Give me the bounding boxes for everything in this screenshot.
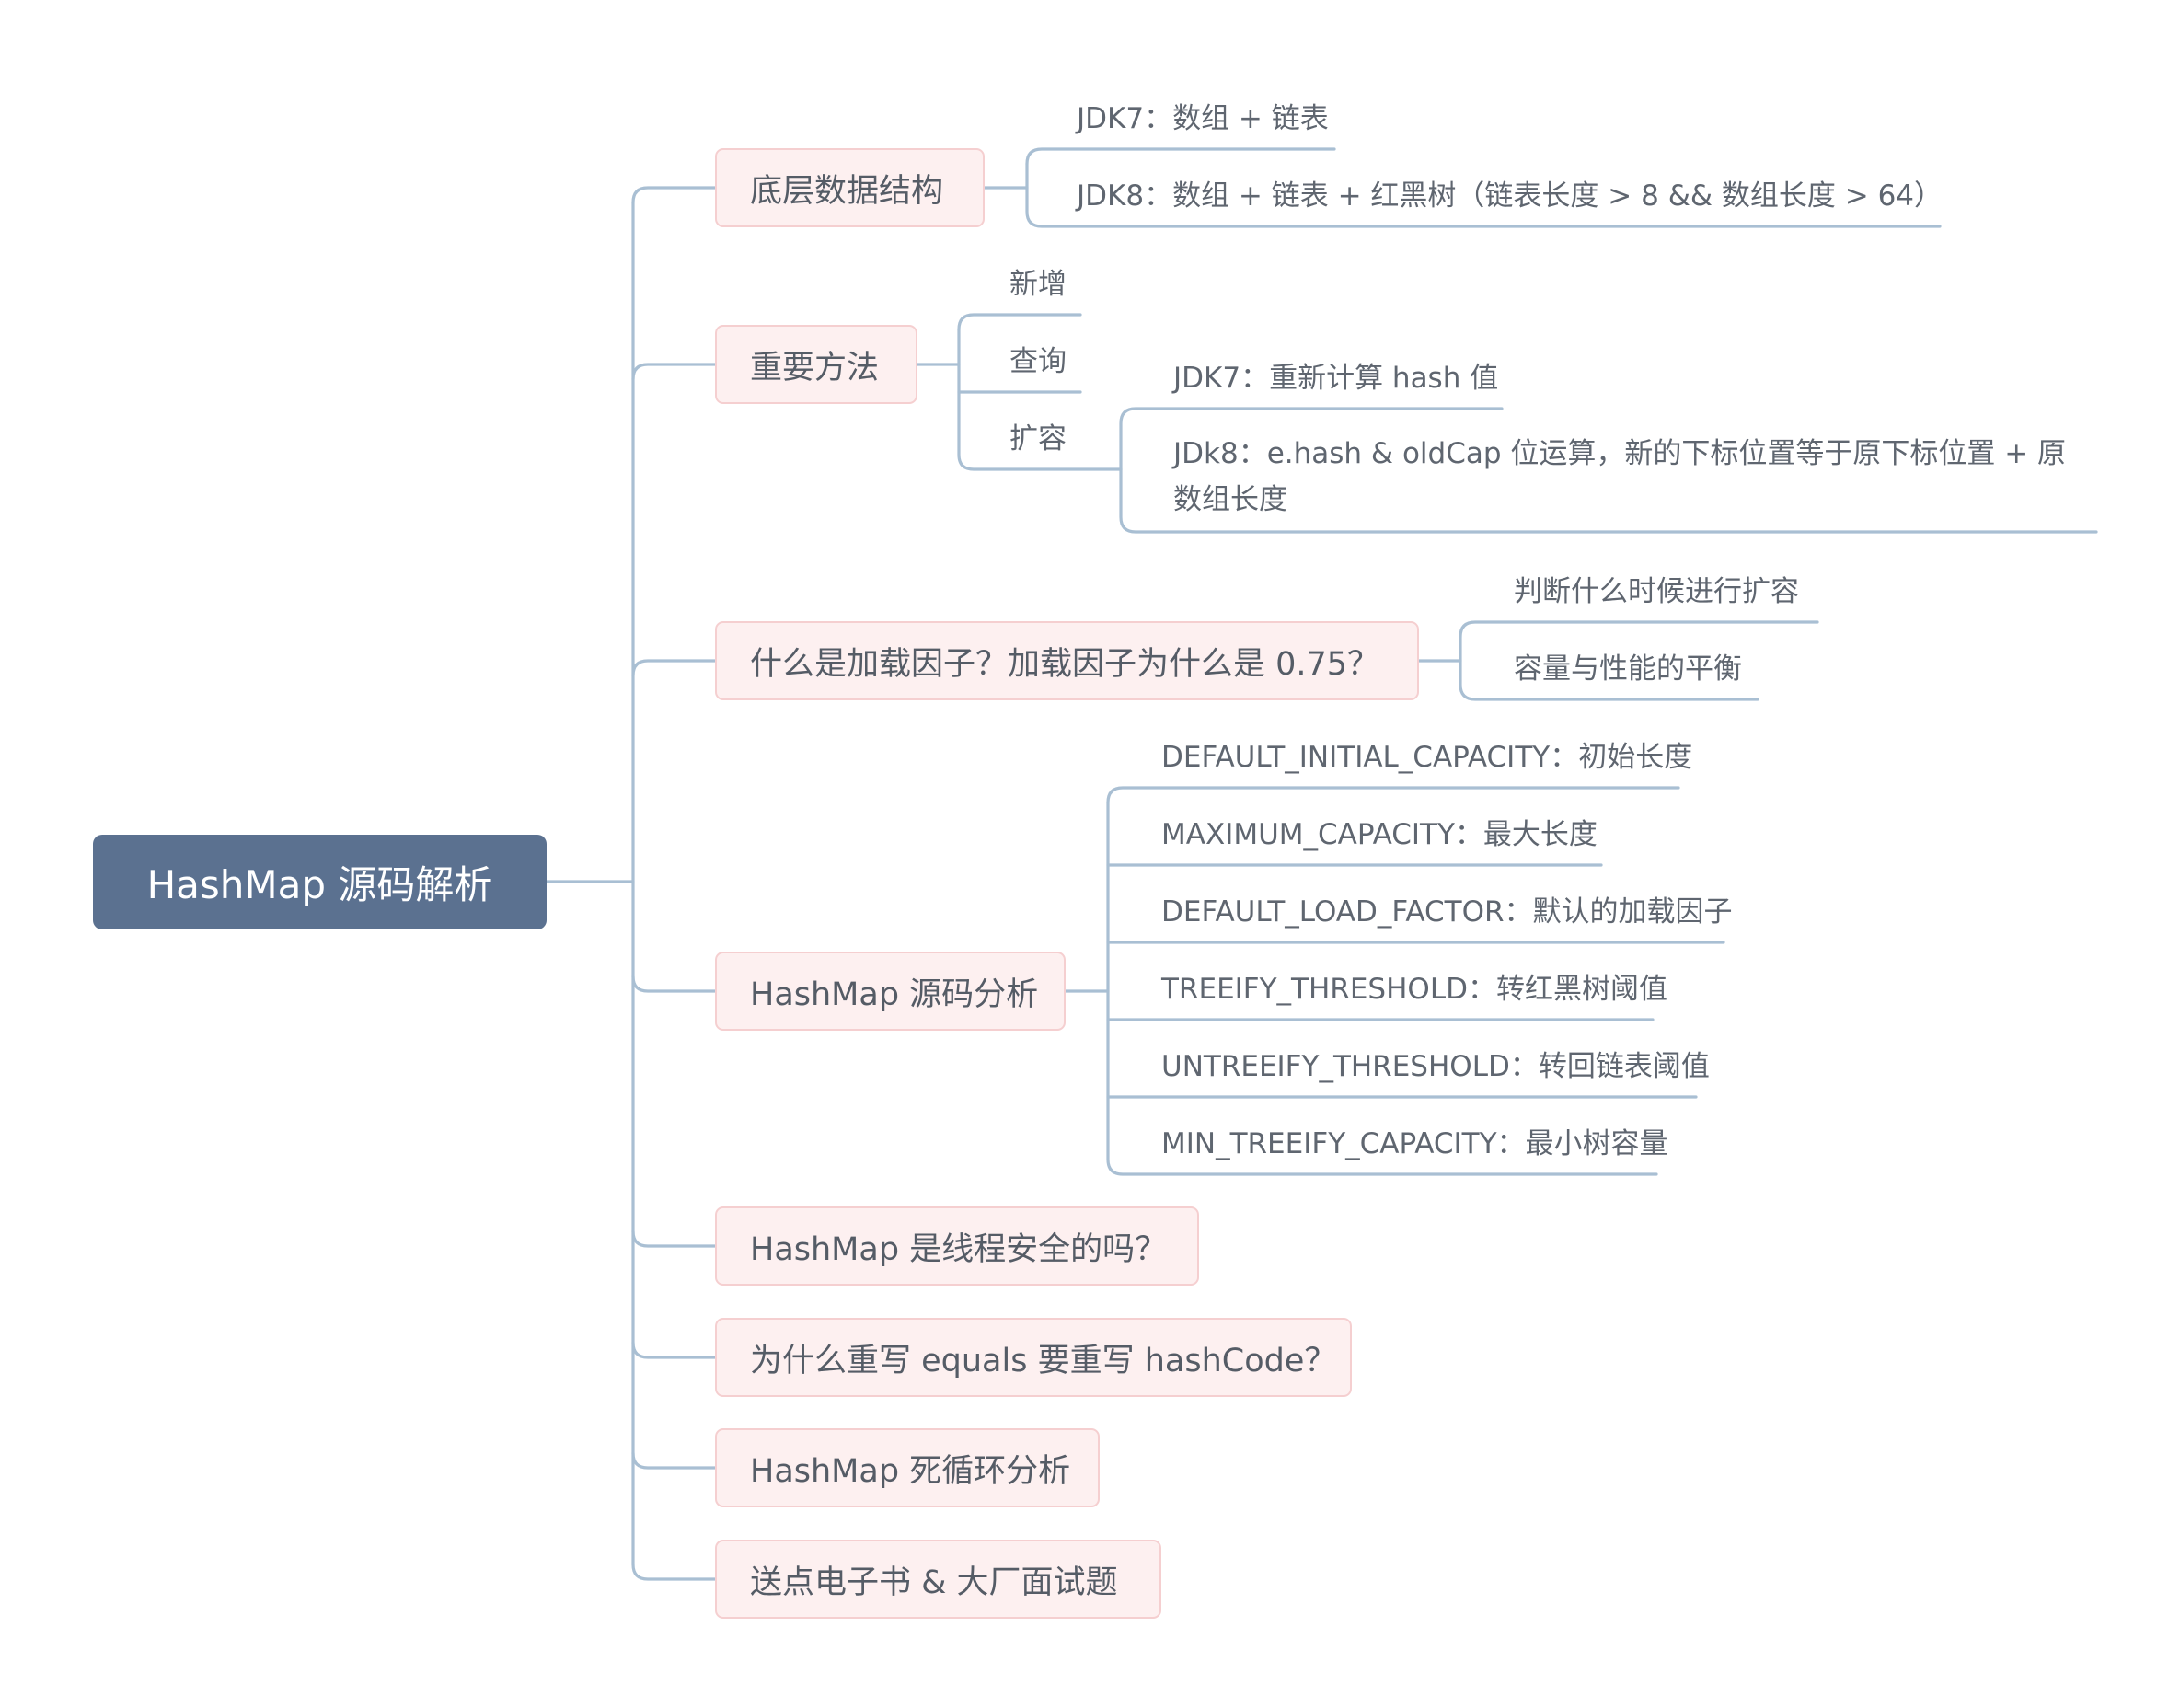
leaf-method-add[interactable]: 新增 xyxy=(1009,268,1067,301)
topic-infinite-loop[interactable]: HashMap 死循环分析 xyxy=(715,1428,1100,1507)
root-topic[interactable]: HashMap 源码解析 xyxy=(93,835,547,929)
topic-data-structure[interactable]: 底层数据结构 xyxy=(715,148,985,227)
topic-important-methods[interactable]: 重要方法 xyxy=(715,325,917,404)
leaf-resize-jdk8[interactable]: JDk8：e.hash & oldCap 位运算，新的下标位置等于原下标位置 +… xyxy=(1173,437,2067,516)
leaf-default-initial-capacity[interactable]: DEFAULT_INITIAL_CAPACITY：初始长度 xyxy=(1161,741,1693,774)
leaf-when-resize[interactable]: 判断什么时候进行扩容 xyxy=(1514,575,1799,608)
leaf-method-resize[interactable]: 扩容 xyxy=(1009,422,1067,456)
leaf-jdk8-structure[interactable]: JDK8：数组 + 链表 + 红黑树（链表长度 > 8 && 数组长度 > 64… xyxy=(1077,179,1944,213)
topic-ebooks-interview[interactable]: 送点电子书 & 大厂面试题 xyxy=(715,1540,1161,1619)
topic-equals-hashcode[interactable]: 为什么重写 equals 要重写 hashCode？ xyxy=(715,1318,1352,1397)
leaf-method-get[interactable]: 查询 xyxy=(1009,345,1067,378)
leaf-treeify-threshold[interactable]: TREEIFY_THRESHOLD：转红黑树阈值 xyxy=(1161,973,1667,1006)
leaf-min-treeify-capacity[interactable]: MIN_TREEIFY_CAPACITY：最小树容量 xyxy=(1161,1127,1668,1160)
leaf-capacity-performance[interactable]: 容量与性能的平衡 xyxy=(1514,652,1742,686)
leaf-jdk7-structure[interactable]: JDK7：数组 + 链表 xyxy=(1077,102,1329,135)
topic-source-analysis[interactable]: HashMap 源码分析 xyxy=(715,952,1066,1031)
leaf-resize-jdk7[interactable]: JDK7：重新计算 hash 值 xyxy=(1173,362,1499,395)
leaf-maximum-capacity[interactable]: MAXIMUM_CAPACITY：最大长度 xyxy=(1161,818,1598,851)
leaf-default-load-factor[interactable]: DEFAULT_LOAD_FACTOR：默认的加载因子 xyxy=(1161,895,1733,929)
topic-thread-safety[interactable]: HashMap 是线程安全的吗？ xyxy=(715,1206,1199,1286)
topic-load-factor[interactable]: 什么是加载因子？加载因子为什么是 0.75？ xyxy=(715,621,1419,700)
leaf-untreeify-threshold[interactable]: UNTREEIFY_THRESHOLD：转回链表阈值 xyxy=(1161,1050,1710,1083)
